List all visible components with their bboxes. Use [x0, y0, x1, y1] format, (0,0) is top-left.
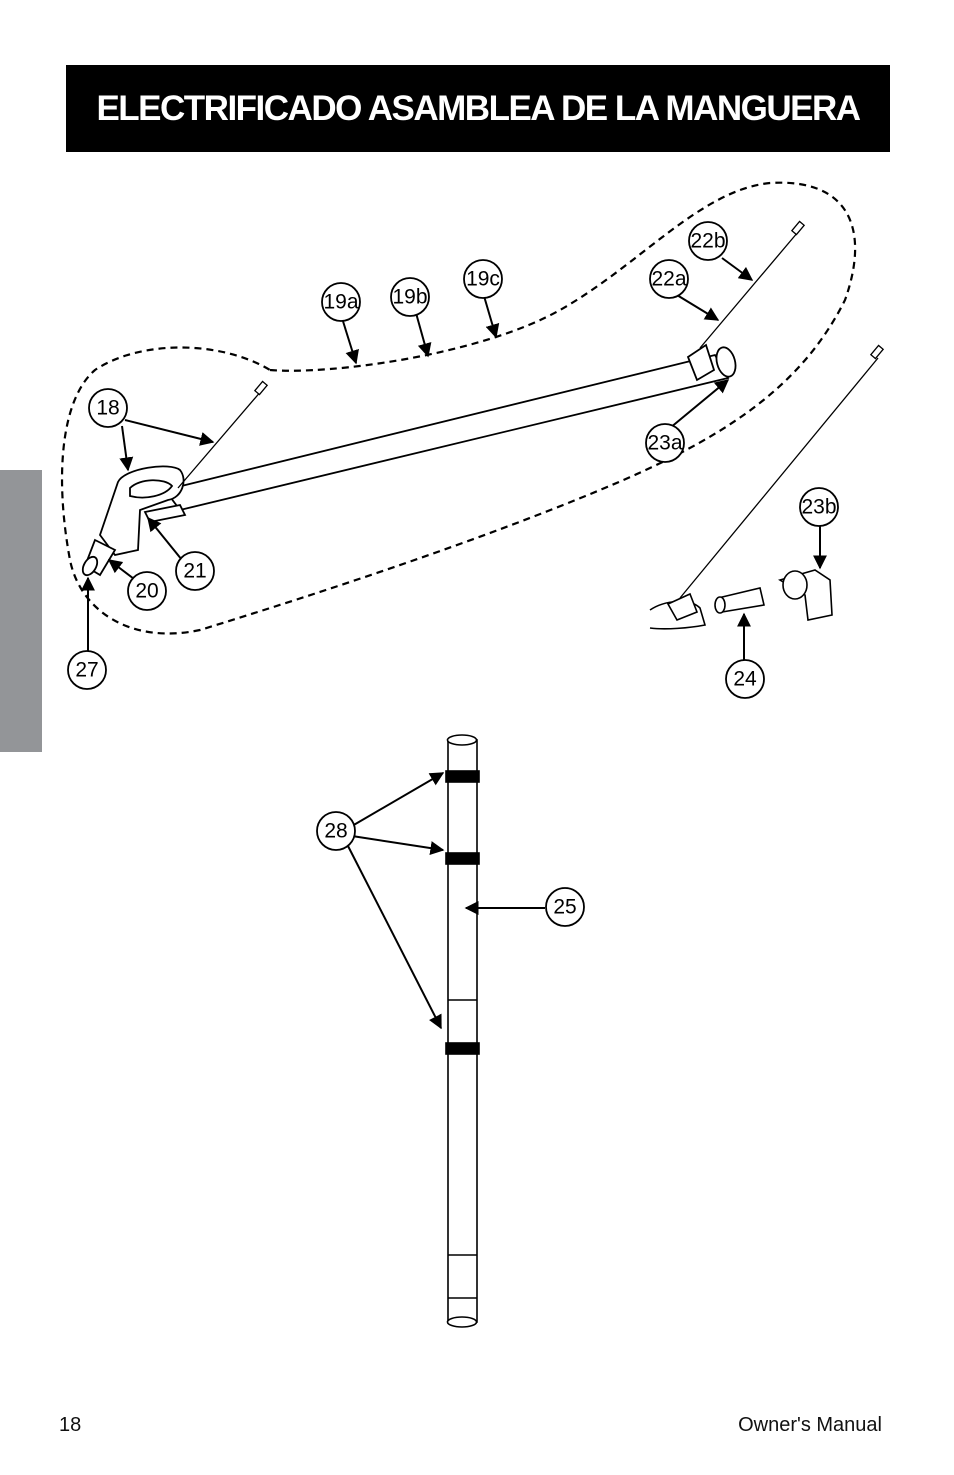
callout-24: 24	[733, 668, 757, 691]
side-tab	[0, 470, 42, 752]
wires	[177, 220, 885, 599]
callout-25: 25	[553, 896, 576, 919]
callout-21: 21	[183, 560, 206, 583]
callout-23b: 23b	[801, 496, 836, 519]
callout-19c: 19c	[466, 268, 500, 291]
manual-label: Owner's Manual	[738, 1414, 882, 1436]
callout-27: 27	[75, 659, 98, 682]
callout-22a: 22a	[651, 268, 686, 291]
title-banner: ELECTRIFICADO ASAMBLEA DE LA MANGUERA	[66, 65, 890, 152]
callout-18: 18	[96, 397, 119, 420]
callout-circles	[67, 221, 839, 927]
callout-19b: 19b	[392, 286, 427, 309]
callout-28: 28	[324, 820, 347, 843]
callout-22b: 22b	[690, 230, 725, 253]
callout-19a: 19a	[323, 291, 358, 314]
callout-23a: 23a	[647, 432, 682, 455]
page-title: ELECTRIFICADO ASAMBLEA DE LA MANGUERA	[96, 88, 861, 128]
wand-tube	[445, 734, 480, 1328]
page-number: 18	[59, 1414, 82, 1436]
callout-labels: 18 19a 19b 19c 20 21 22a 22b 23a 23b 24 …	[75, 230, 836, 919]
connector-parts	[649, 569, 833, 630]
leader-arrows	[81, 257, 827, 1030]
callout-20: 20	[135, 580, 158, 603]
hose-drawing	[81, 343, 737, 577]
assembly-boundary	[60, 181, 857, 635]
